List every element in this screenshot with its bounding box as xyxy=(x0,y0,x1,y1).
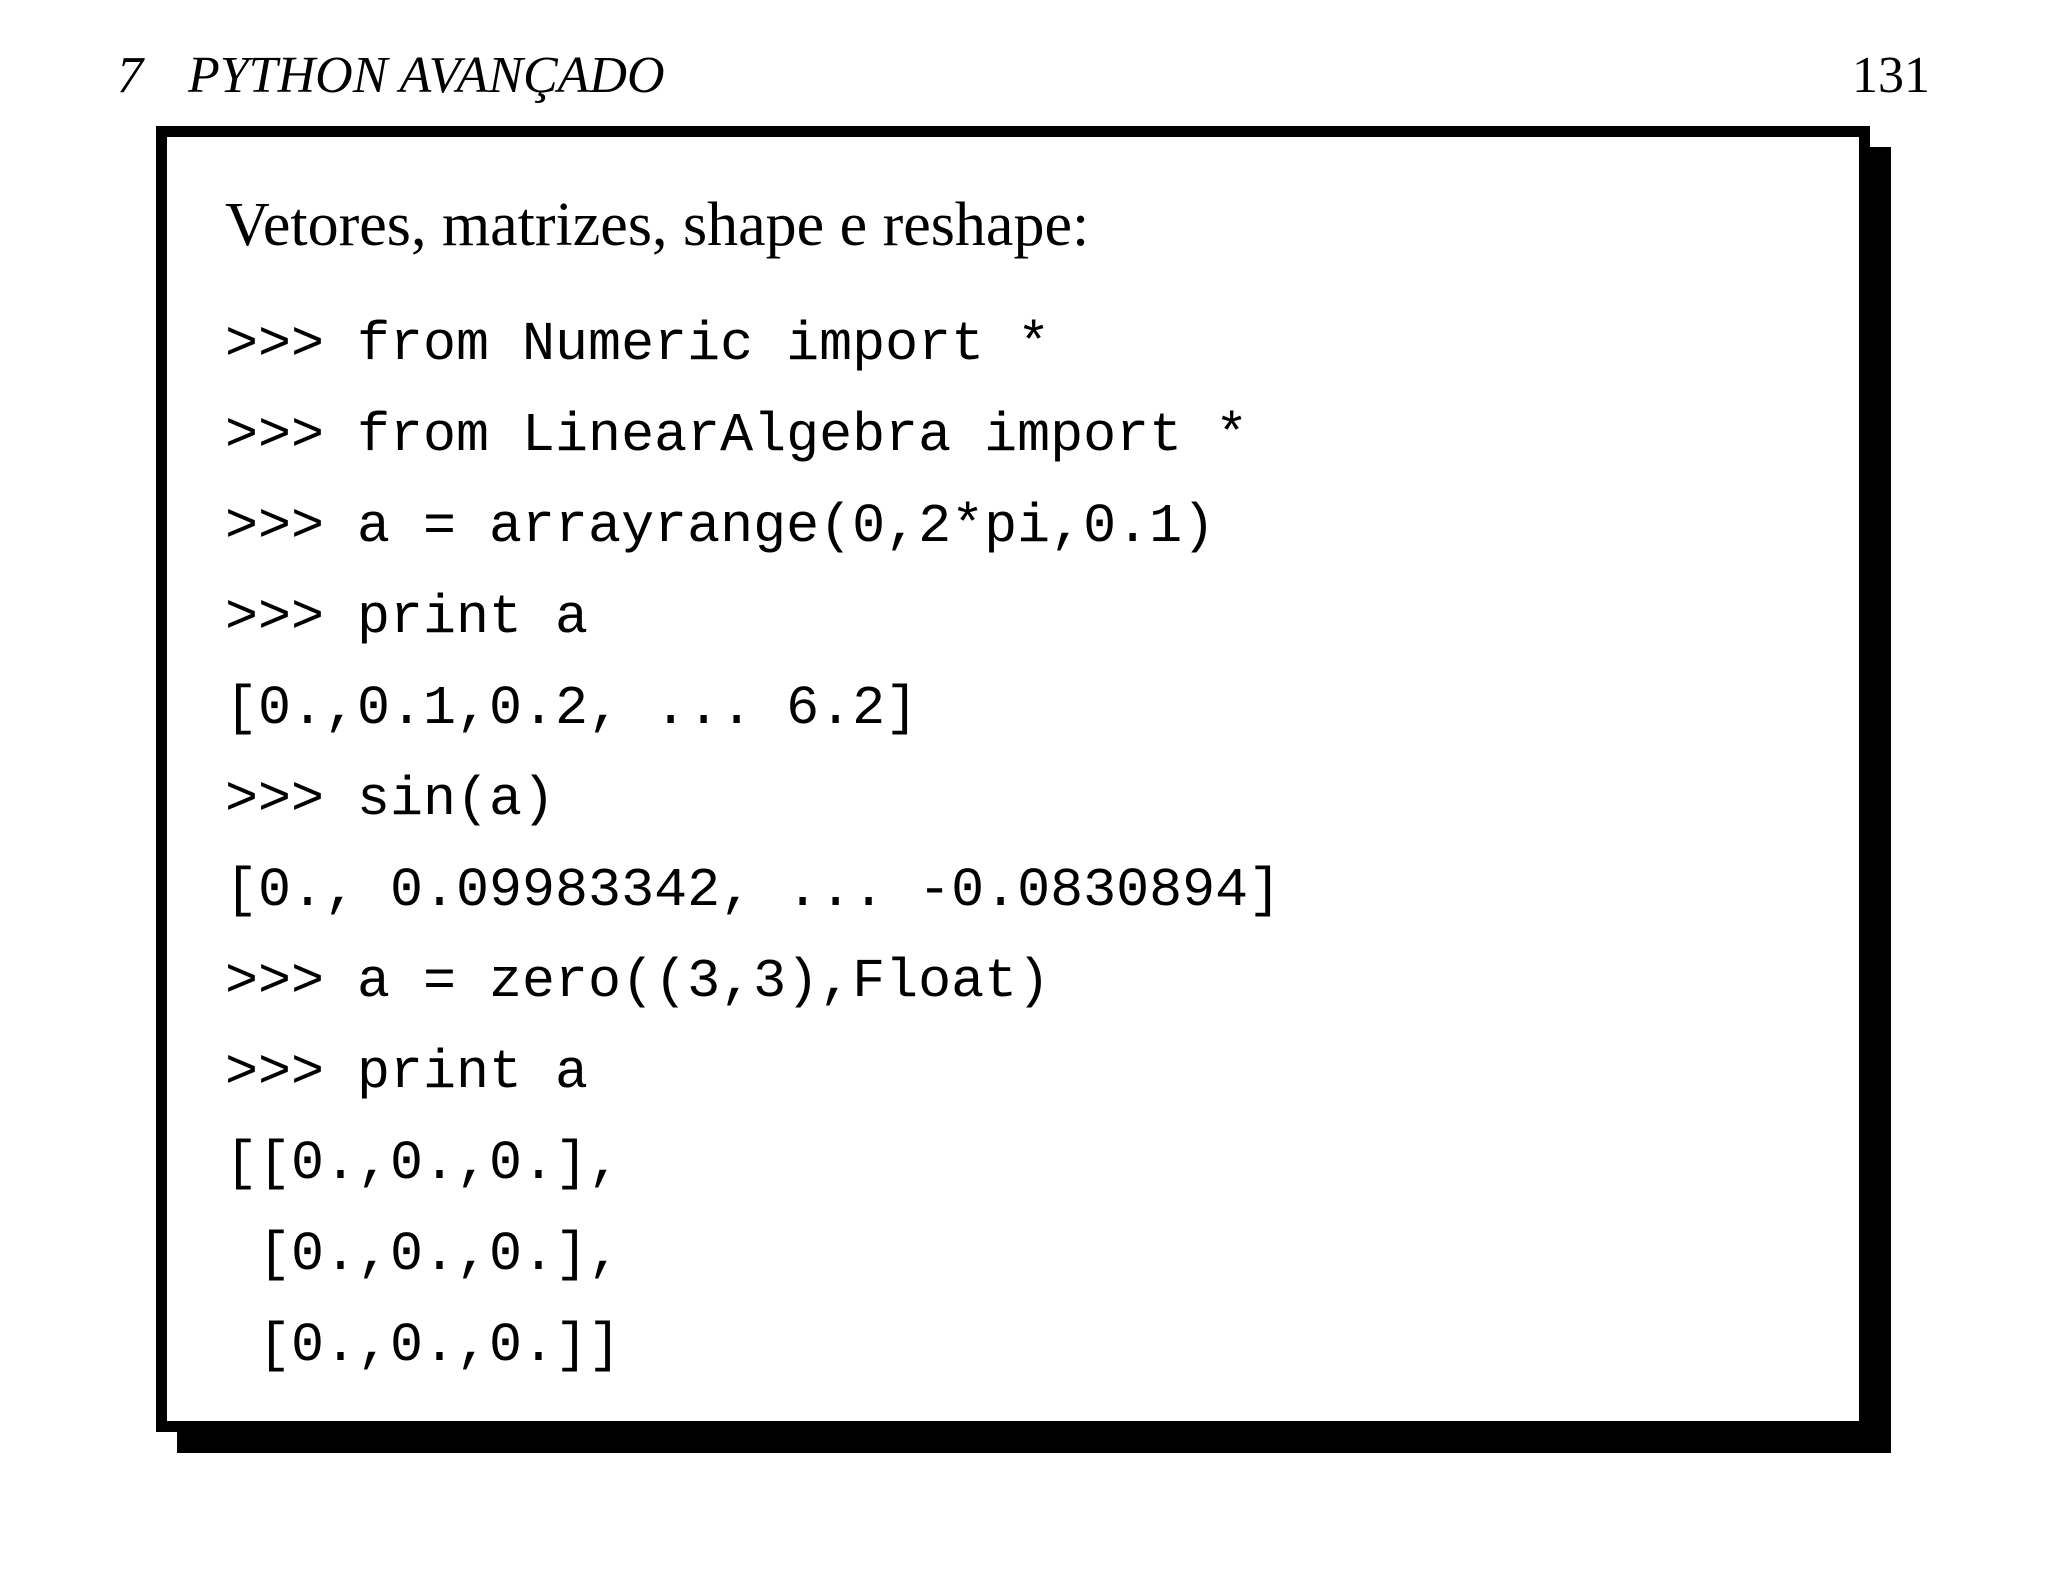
section-number: 7 xyxy=(117,47,143,104)
code-frame: Vetores, matrizes, shape e reshape: >>> … xyxy=(156,126,1870,1432)
code-line: >>> a = zero((3,3),Float) xyxy=(225,950,1051,1013)
code-line: >>> from LinearAlgebra import * xyxy=(225,404,1249,467)
code-line: [0.,0.1,0.2, ... 6.2] xyxy=(225,677,919,740)
box-title: Vetores, matrizes, shape e reshape: xyxy=(225,191,1090,259)
running-header: 7 PYTHON AVANÇADO xyxy=(117,50,665,102)
code-line: >>> from Numeric import * xyxy=(225,313,1051,376)
code-line: [[0.,0.,0.], xyxy=(225,1132,622,1195)
code-line: >>> print a xyxy=(225,1041,589,1104)
code-block: >>> from Numeric import * >>> from Linea… xyxy=(225,299,1819,1391)
code-line: >>> sin(a) xyxy=(225,768,556,831)
code-line: [0.,0.,0.]] xyxy=(225,1314,622,1377)
code-line: [0., 0.09983342, ... -0.0830894] xyxy=(225,859,1282,922)
code-line: >>> print a xyxy=(225,586,589,649)
page-number: 131 xyxy=(1852,47,1930,104)
code-line: [0.,0.,0.], xyxy=(225,1223,622,1286)
section-title: PYTHON AVANÇADO xyxy=(188,47,665,104)
code-line: >>> a = arrayrange(0,2*pi,0.1) xyxy=(225,495,1216,558)
